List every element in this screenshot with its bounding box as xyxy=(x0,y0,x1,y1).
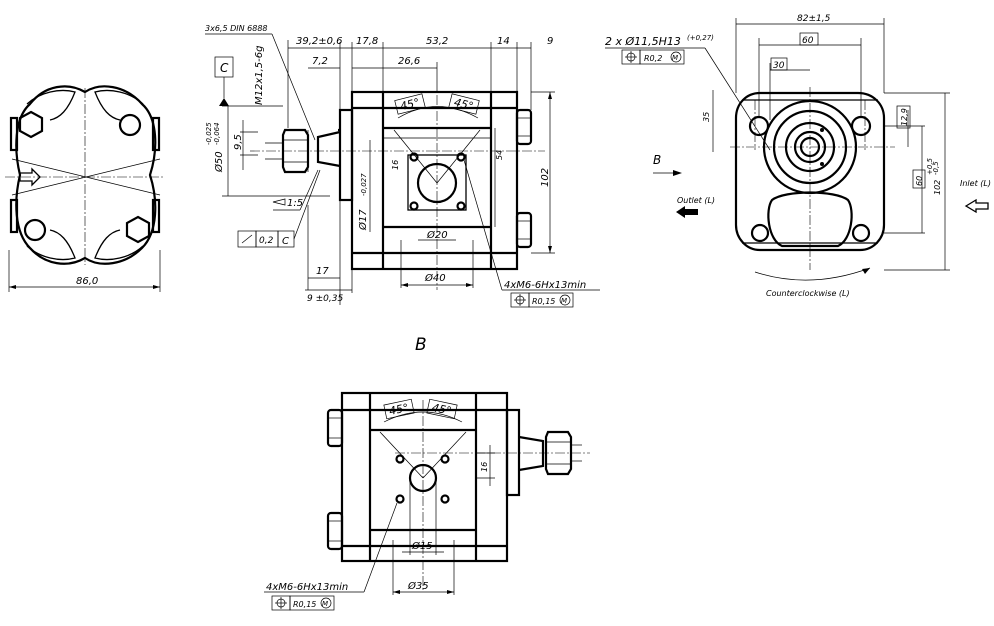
dim-102-right: 102 xyxy=(933,180,942,195)
dia-17-label: Ø17 xyxy=(357,209,369,231)
front-view: 45° 45° 39,2±0,6 17,8 53,2 14 9 7,2 26,6… xyxy=(205,24,600,308)
thread-hole-icon xyxy=(440,454,450,464)
angle-left-label: 45° xyxy=(399,96,421,113)
mount-holes-callout: 2 x Ø11,5H13 xyxy=(605,35,681,48)
mmc-symbol: M xyxy=(561,297,567,305)
thread-hole-icon xyxy=(395,454,405,464)
position-icon xyxy=(514,294,526,306)
holes-position-b: R0,15 xyxy=(293,600,316,609)
mmc-symbol-right: M xyxy=(672,54,678,62)
dim-9-tol: 9 ±0,35 xyxy=(307,294,343,304)
dim-54: 54 xyxy=(495,150,504,160)
angle-right-label-b: 45° xyxy=(431,401,453,418)
thread-hole-icon xyxy=(456,152,466,162)
right-view: 82±1,5 60 30 35 12,9 60 102 +0,5 -0,5 2 … xyxy=(605,14,991,298)
thread-hole-icon xyxy=(440,494,450,504)
taper-label: 1:5 xyxy=(287,198,303,209)
thread-hole-icon xyxy=(395,494,405,504)
dim-60-top: 60 xyxy=(802,36,814,46)
dim-12-9: 12,9 xyxy=(900,108,909,126)
dim-39-2: 39,2±0,6 xyxy=(296,36,343,47)
mount-holes-position: R0,2 xyxy=(644,54,662,63)
position-icon xyxy=(275,597,287,609)
dim-35: 35 xyxy=(702,112,711,122)
dim-26-6: 26,6 xyxy=(398,56,420,67)
dim-16-b: 16 xyxy=(480,462,489,472)
rotation-label: Counterclockwise (L) xyxy=(766,289,850,298)
thread-hole-icon xyxy=(456,201,466,211)
mounting-hole-icon xyxy=(23,218,47,242)
runout-icon xyxy=(241,234,253,244)
dim-9: 9 xyxy=(547,36,553,47)
dim-30: 30 xyxy=(773,61,785,71)
datum-c-frame: C xyxy=(220,61,229,75)
mounting-hole-icon xyxy=(850,115,872,137)
dim-102: 102 xyxy=(540,168,551,187)
outlet-arrow-icon xyxy=(676,206,698,218)
dim-7-2: 7,2 xyxy=(312,56,328,67)
inlet-arrow-icon xyxy=(964,198,989,214)
view-direction-arrow-icon xyxy=(673,170,682,176)
dia-17-tol: -0,027 xyxy=(360,173,368,196)
runout-datum: C xyxy=(282,236,289,247)
dia-15-label: Ø15 xyxy=(411,540,433,552)
dim-102-lower: -0,5 xyxy=(932,161,940,175)
thread-hole-icon xyxy=(409,152,419,162)
arrow-right-icon xyxy=(19,167,41,187)
holes-callout-b: 4xM6-6Hx13min xyxy=(266,582,348,593)
dia-40-label: Ø40 xyxy=(424,272,446,284)
dim-60-side: 60 xyxy=(915,176,924,186)
mounting-hole-icon xyxy=(750,223,770,243)
dim-102-upper: +0,5 xyxy=(926,157,934,175)
mounting-hole-icon xyxy=(851,223,871,243)
view-b-arrow-label: B xyxy=(653,153,661,167)
inlet-label: Inlet (L) xyxy=(960,179,991,188)
hex-bolt-icon xyxy=(18,110,44,139)
bottom-view: 45° 45° 16 Ø15 Ø35 4xM6-6Hx13min R0,15 M xyxy=(264,391,590,611)
dia-50-label: Ø50 xyxy=(213,151,225,173)
position-icon xyxy=(625,51,637,63)
runout-value: 0,2 xyxy=(259,236,274,246)
holes-callout: 4xM6-6Hx13min xyxy=(504,280,586,291)
angle-left-label-b: 45° xyxy=(388,401,410,418)
holes-position-tol: R0,15 xyxy=(532,297,555,306)
dia-20-label: Ø20 xyxy=(426,229,448,241)
thread-label: M12x1,5-6g xyxy=(254,46,265,106)
left-view: 86,0 xyxy=(5,85,165,292)
dim-9-5: 9,5 xyxy=(233,134,244,150)
dim-16: 16 xyxy=(391,160,400,170)
rotation-arrow-icon xyxy=(862,268,870,274)
angle-right-label: 45° xyxy=(453,96,475,113)
outlet-label: Outlet (L) xyxy=(677,196,715,205)
center-drill-label: 3x6,5 DIN 6888 xyxy=(205,24,268,33)
dim-17-8: 17,8 xyxy=(356,36,378,47)
dia-35-label: Ø35 xyxy=(407,580,429,592)
mounting-hole-icon xyxy=(118,113,142,137)
shaft-nut-icon xyxy=(544,430,573,476)
dim-17: 17 xyxy=(316,266,329,277)
thread-hole-icon xyxy=(409,201,419,211)
view-b-title: B xyxy=(415,335,427,355)
dim-14: 14 xyxy=(497,36,510,47)
mmc-symbol-b: M xyxy=(322,600,328,608)
dim-53-2: 53,2 xyxy=(426,36,448,47)
shaft-nut-icon xyxy=(281,128,310,174)
dia-50-upper-tol: -0,025 xyxy=(205,122,213,145)
dia-50-lower-tol: -0,064 xyxy=(213,122,221,145)
mount-holes-tol: (+0,27) xyxy=(687,34,714,42)
taper-icon xyxy=(272,198,286,206)
dim-82: 82±1,5 xyxy=(797,14,831,24)
width-dimension: 86,0 xyxy=(76,276,98,287)
hex-bolt-icon xyxy=(125,215,151,244)
